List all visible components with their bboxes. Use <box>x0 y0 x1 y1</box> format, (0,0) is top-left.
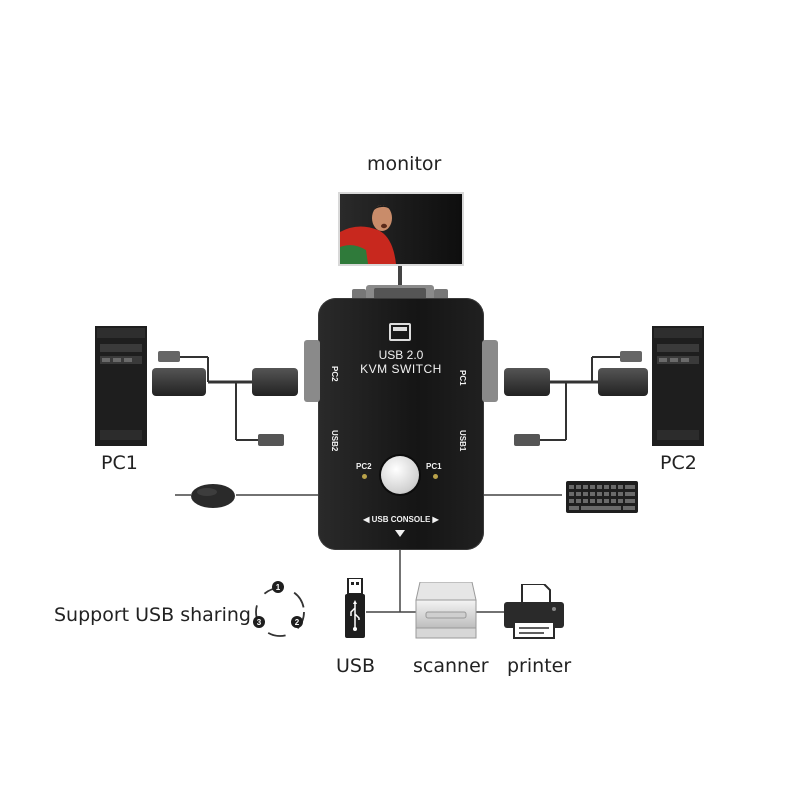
usb-console-label: ◀ USB CONSOLE ▶ <box>363 515 439 524</box>
pc2-led <box>362 474 367 479</box>
side-label-usb1: USB1 <box>458 430 467 452</box>
button-label-pc2: PC2 <box>356 462 372 471</box>
pc2-vga-plug-icon <box>598 368 648 396</box>
pc1-label: PC1 <box>101 452 138 474</box>
pc2-usb-plug-icon <box>620 351 642 362</box>
cycle-step-1: 1 <box>276 583 281 592</box>
pc1-usb-b-plug-icon <box>258 434 284 446</box>
monitor-label: monitor <box>367 153 442 175</box>
side-label-pc2: PC2 <box>330 366 339 382</box>
usb-drive-icon <box>343 578 367 640</box>
monitor-stand <box>398 266 402 288</box>
scanner-label: scanner <box>413 655 489 677</box>
pc1-led <box>433 474 438 479</box>
usb-sharing-label: Support USB sharing <box>54 604 251 626</box>
usb-label: USB <box>336 655 376 677</box>
button-label-pc1: PC1 <box>426 462 442 471</box>
side-label-pc1: PC1 <box>458 370 467 386</box>
sharing-cycle-icon: 1 2 3 <box>248 578 312 644</box>
mouse-icon <box>175 483 237 509</box>
scanner-icon <box>414 582 478 640</box>
pc2-usb-b-plug-icon <box>514 434 540 446</box>
switch-button[interactable] <box>381 456 419 494</box>
device-title-line2: KVM SWITCH <box>360 362 442 376</box>
pc1-tower-icon <box>95 326 147 446</box>
printer-icon <box>504 584 564 640</box>
pc1-vga-plug-icon <box>152 368 206 396</box>
monitor-logo-icon <box>389 323 411 341</box>
keyboard-icon <box>566 481 638 513</box>
pc1-vga-plug2-icon <box>252 368 298 396</box>
cycle-step-3: 3 <box>257 618 262 627</box>
side-label-usb2: USB2 <box>330 430 339 452</box>
cycle-step-2: 2 <box>295 618 300 627</box>
vga-port-left <box>304 340 320 402</box>
pc2-label: PC2 <box>660 452 697 474</box>
device-title-line1: USB 2.0 <box>378 348 424 362</box>
printer-label: printer <box>507 655 572 677</box>
pc1-usb-plug-icon <box>158 351 180 362</box>
pc2-vga-plug2-icon <box>504 368 550 396</box>
console-arrow-icon <box>395 530 405 537</box>
vga-port-right <box>482 340 498 402</box>
pc2-tower-icon <box>652 326 704 446</box>
kvm-switch-device: USB 2.0 KVM SWITCH PC2 USB2 PC1 USB1 PC2… <box>318 298 484 550</box>
monitor-icon <box>338 192 464 266</box>
